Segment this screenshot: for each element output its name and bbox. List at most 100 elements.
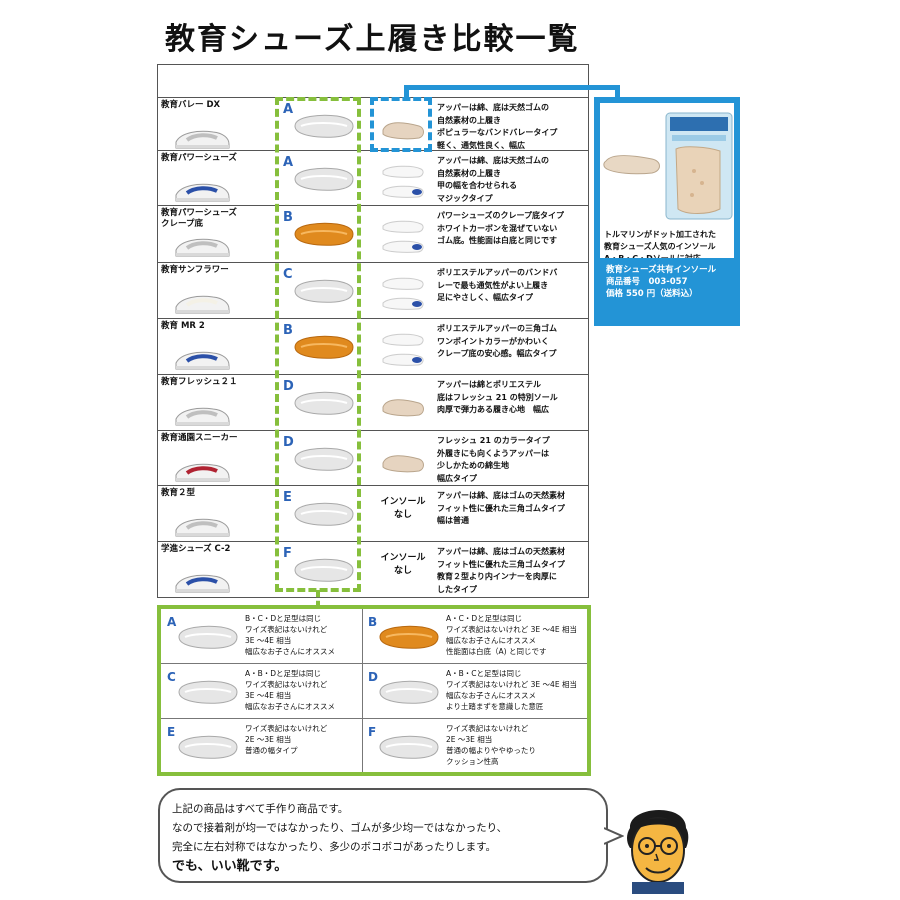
sole-note: 幅広なお子さんにオススメ (245, 702, 335, 711)
row-desc-line: アッパーは綿とポリエステル (437, 380, 541, 389)
comparison-table (157, 64, 589, 598)
shoe-image (173, 570, 231, 594)
sole-image (291, 333, 355, 361)
row-desc-line: フィット性に優れた三角ゴムタイプ (437, 559, 565, 569)
product-name: 教育２型 (161, 488, 196, 498)
row-desc-line: 軽く、通気性良く、幅広 (437, 140, 525, 150)
row-desc-line: 幅広タイプ (437, 473, 477, 483)
connector-line-v2 (615, 85, 620, 99)
product-description: アッパーは綿、底はゴムの天然素材フィット性に優れた三角ゴムタイプ幅は普通 (437, 490, 589, 528)
sole-image (376, 678, 439, 704)
sole-letter: A (167, 615, 177, 629)
sole-note: ワイズ表記はないけれど (446, 724, 529, 733)
shoe-image (173, 403, 231, 427)
table-row: 教育バレー DX A アッパーは綿、底は天然ゴムの自然素材の上履きポピュラーなバンド… (157, 97, 589, 150)
sole-image (175, 623, 238, 649)
row-desc-line: 自然素材の上履き (437, 168, 501, 178)
sole-image (291, 220, 355, 248)
row-desc-line: 自然素材の上履き (437, 115, 501, 125)
sole-connector (316, 590, 320, 608)
product-description: アッパーは綿、底は天然ゴムの自然素材の上履きポピュラーなバンドバレータイプ軽く、… (437, 102, 589, 152)
product-name: 教育バレー DX (161, 100, 221, 110)
product-name: 教育通園スニーカー (161, 433, 238, 443)
sole-letter: D (283, 435, 294, 450)
product-description: フレッシュ 21 のカラータイプ外履きにも向くようアッパーは少しかための綿生地幅… (437, 435, 589, 485)
sole-note: ワイズ表記はないけれど (245, 724, 328, 733)
sole-note: 幅広なお子さんにオススメ (446, 636, 536, 645)
sole-note: 3E ～4E 相当 (245, 691, 292, 700)
sole-note: A・B・Dと足型は同じ (245, 669, 322, 678)
insole-image (379, 108, 425, 150)
product-name: 教育パワーシューズクレープ底 (161, 208, 237, 229)
row-desc-line: パワーシューズのクレープ底タイプ (437, 211, 564, 220)
sole-notes: A・C・Dと足型は同じワイズ表記はないけれど 3E ～4E 相当幅広なお子さんに… (446, 613, 577, 657)
sole-image (376, 733, 439, 759)
sole-note: クッション性高 (446, 757, 499, 766)
sole-letter: C (167, 670, 176, 684)
row-desc-line: アッパーは綿、底はゴムの天然素材 (437, 547, 565, 556)
insole-package-image (665, 112, 733, 220)
insole-image (379, 329, 425, 371)
row-desc-line: フィット性に優れた三角ゴムタイプ (437, 503, 565, 513)
sole-letter: A (283, 102, 294, 117)
product-name: 教育パワーシューズ (161, 153, 237, 163)
sole-note: ワイズ表記はないけれど (245, 680, 328, 689)
no-insole-label: インソールなし (380, 497, 426, 520)
insole-image (379, 216, 425, 258)
connector-line-v (404, 85, 409, 99)
sole-notes: A・B・Cと足型は同じワイズ表記はないけれど 3E ～4E 相当幅広なお子さんに… (446, 668, 577, 712)
sole-image (291, 389, 355, 417)
sole-notes: A・B・Dと足型は同じワイズ表記はないけれど 3E ～4E 相当幅広なお子さんにオ… (245, 668, 335, 712)
product-name: 教育フレッシュ２１ (161, 377, 238, 387)
sole-cell: C A・B・Dと足型は同じワイズ表記はないけれど 3E ～4E 相当幅広なお子さんに… (161, 664, 371, 718)
shoe-image (173, 291, 231, 315)
sole-letter: F (283, 546, 292, 561)
row-desc-line: クレープ底の安心感。幅広タイプ (437, 349, 557, 358)
bubble-tail (604, 827, 624, 845)
product-description: ポリエステルアッパーの三角ゴムワンポイントカラーがかわいくクレープ底の安心感。幅… (437, 323, 589, 361)
bubble-line: でも、いい靴です。 (172, 859, 288, 874)
sole-column-highlight (275, 97, 361, 592)
row-desc-line: ワンポイントカラーがかわいく (437, 336, 549, 346)
bubble-line: 完全に左右対称ではなかったり、多少のボコボコがあったりします。 (172, 841, 497, 853)
row-desc-line: 少しかための綿生地 (437, 461, 509, 470)
product-name: 学進シューズ C-2 (161, 544, 231, 554)
speech-bubble: 上記の商品はすべて手作り商品です。 なので接着剤が均一ではなかったり、ゴムが多少… (158, 788, 608, 883)
sole-letter: F (368, 725, 377, 739)
row-desc-line: 肉厚で弾力ある履き心地 幅広 (437, 405, 549, 414)
grid-divider-vertical (362, 609, 363, 772)
connector-line-h (404, 85, 620, 90)
row-desc-line: 甲の幅を合わせられる (437, 181, 517, 190)
row-desc-line: マジックタイプ (437, 193, 493, 203)
row-desc-line: レーで最も通気性がよい上履き (437, 280, 549, 290)
product-name: 教育 MR 2 (161, 321, 205, 331)
insole-highlight (370, 97, 432, 152)
insole-promo-panel: トルマリンがドット加工された 教育シューズ人気のインソール A・B・C・Dソール… (594, 97, 740, 326)
row-desc-line: フレッシュ 21 のカラータイプ (437, 436, 550, 445)
sole-note: 2E ～3E 相当 (446, 735, 493, 744)
sole-note: ワイズ表記はないけれど (245, 625, 328, 634)
sole-image (376, 623, 439, 649)
sole-note: ワイズ表記はないけれど 3E ～4E 相当 (446, 625, 577, 634)
sole-image (175, 678, 238, 704)
row-desc-line: ポリエステルアッパーの三角ゴム (437, 324, 557, 333)
insole-image (379, 385, 425, 427)
insole-image (603, 155, 660, 175)
sole-letter: B (283, 210, 293, 225)
grid-divider-horizontal (161, 718, 587, 719)
shop-owner-illustration (627, 809, 689, 894)
promo-info: 教育シューズ共有インソール 商品番号 003-057 価格 550 円（送料込） (600, 258, 734, 320)
sole-image (175, 733, 238, 759)
sole-letter: E (283, 490, 292, 505)
shoe-image (173, 514, 231, 538)
product-description: ポリエステルアッパーのバンドバレーで最も通気性がよい上履き足にやさしく、幅広タイ… (437, 267, 589, 305)
sole-letter: B (368, 615, 378, 629)
sole-note: 性能面は白底（A) と同じです (446, 647, 547, 656)
